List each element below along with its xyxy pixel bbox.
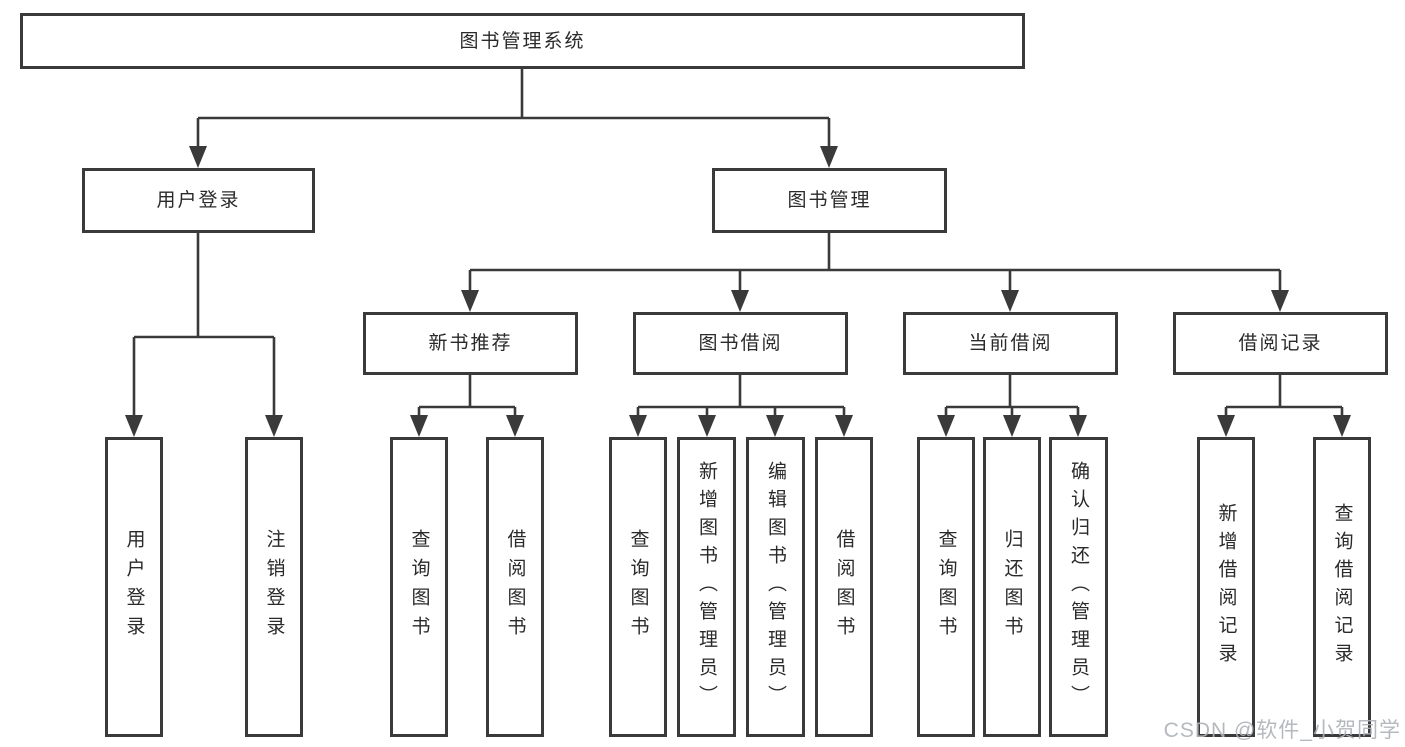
leaf-edit-book-admin: 编辑图书（管理员） [746,437,805,737]
node-label: 图书借阅 [698,333,783,354]
node-label: 注销登录 [263,529,285,645]
node-book-borrow: 图书借阅 [633,312,848,375]
leaf-query-book-3: 查询图书 [917,437,975,737]
leaf-confirm-return-admin: 确认归还（管理员） [1049,437,1108,737]
leaf-add-book-admin: 新增图书（管理员） [677,437,736,737]
node-label: 借阅图书 [504,529,526,645]
node-label: 图书管理 [787,190,872,211]
leaf-query-book-2: 查询图书 [609,437,667,737]
node-label: 当前借阅 [968,333,1053,354]
node-label: 用户登录 [156,190,241,211]
node-label: 新增借阅记录 [1215,503,1237,671]
node-root-system: 图书管理系统 [20,13,1025,69]
arrowhead-icons [125,146,1351,437]
node-label: 编辑图书（管理员） [765,461,786,713]
leaf-add-borrow-record: 新增借阅记录 [1197,437,1255,737]
leaf-query-borrow-record: 查询借阅记录 [1313,437,1371,737]
node-book-management: 图书管理 [712,168,947,233]
leaf-borrow-book-1: 借阅图书 [486,437,544,737]
node-label: 借阅图书 [833,529,855,645]
node-label: 用户登录 [123,529,145,645]
node-label: 借阅记录 [1238,333,1323,354]
leaf-borrow-book-2: 借阅图书 [815,437,873,737]
leaf-user-login: 用户登录 [105,437,163,737]
node-label: 归还图书 [1001,529,1023,645]
node-user-login: 用户登录 [82,168,315,233]
leaf-logout: 注销登录 [245,437,303,737]
node-label: 查询图书 [627,529,649,645]
node-label: 查询图书 [935,529,957,645]
node-label: 查询图书 [408,529,430,645]
node-new-book-recommend: 新书推荐 [363,312,578,375]
leaf-return-book: 归还图书 [983,437,1041,737]
node-label: 新书推荐 [428,333,513,354]
node-borrow-record: 借阅记录 [1173,312,1388,375]
leaf-query-book-1: 查询图书 [390,437,448,737]
node-label: 查询借阅记录 [1331,503,1353,671]
node-label: 确认归还（管理员） [1068,461,1089,713]
watermark: CSDN @软件_小贺同学 [1163,719,1401,742]
node-label: 图书管理系统 [459,30,586,52]
node-current-borrow: 当前借阅 [903,312,1118,375]
node-label: 新增图书（管理员） [696,461,717,713]
